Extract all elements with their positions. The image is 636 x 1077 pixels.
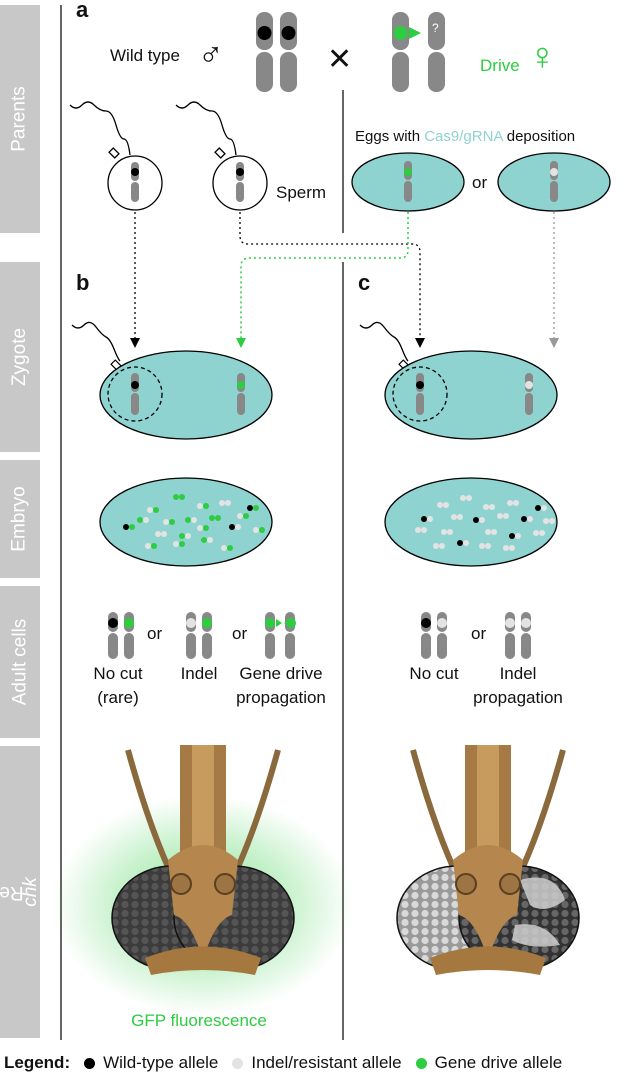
side-bar-rechk bbox=[0, 746, 40, 1038]
adult-b-no-cut-label: No cut bbox=[93, 664, 143, 683]
adult-c-or: or bbox=[471, 624, 487, 643]
drive-chromosomes bbox=[392, 12, 445, 92]
side-bar-adult bbox=[0, 586, 40, 738]
adult-b-no-cut bbox=[108, 612, 134, 659]
adult-c-indel bbox=[505, 612, 531, 659]
arrow-eggdrive-to-b bbox=[240, 212, 409, 338]
wild-type-chromosomes bbox=[256, 12, 297, 92]
wild-type-label: Wild type bbox=[110, 46, 180, 65]
cross-symbol: ✕ bbox=[327, 43, 353, 76]
adult-b-propagation-label: propagation bbox=[236, 688, 326, 707]
embryo-c bbox=[384, 477, 558, 567]
mosquito-head-gfp bbox=[53, 745, 353, 1015]
embryo-b bbox=[99, 477, 273, 567]
legend: Legend: Wild-type allele Indel/resistant… bbox=[4, 1053, 562, 1073]
legend-indel-label: Indel/resistant allele bbox=[251, 1053, 402, 1072]
legend-wild-label: Wild-type allele bbox=[103, 1053, 219, 1072]
adult-c-no-cut-label: No cut bbox=[409, 664, 459, 683]
adult-b-rare-label: (rare) bbox=[97, 688, 139, 707]
panel-a-label: a bbox=[76, 0, 89, 22]
sperm-cell-1 bbox=[69, 101, 163, 211]
adult-b-or-1: or bbox=[147, 624, 163, 643]
male-symbol: ♂ bbox=[198, 36, 224, 74]
sperm-cell-2 bbox=[175, 101, 268, 211]
adult-c-propagation-label: propagation bbox=[473, 688, 563, 707]
egg-indel bbox=[497, 152, 611, 212]
side-bar-parents bbox=[0, 5, 40, 233]
mosquito-head-mosaic bbox=[396, 745, 580, 975]
female-symbol: ♀ bbox=[528, 36, 557, 78]
legend-wild-dot bbox=[84, 1057, 96, 1069]
egg-drive bbox=[351, 152, 465, 212]
legend-indel-dot bbox=[232, 1057, 244, 1069]
legend-title: Legend: bbox=[4, 1053, 71, 1072]
adult-b-gene-drive-label: Gene drive bbox=[239, 664, 323, 683]
sperm-label: Sperm bbox=[276, 183, 327, 202]
gfp-fluorescence-label: GFP fluorescence bbox=[131, 1011, 267, 1030]
adult-b-indel bbox=[186, 612, 212, 659]
adult-b-or-2: or bbox=[232, 624, 248, 643]
zygote-c bbox=[359, 321, 558, 440]
sperm-cell-1-chromosome bbox=[131, 162, 139, 202]
panel-c-label: c bbox=[358, 270, 371, 295]
side-bar-zygote bbox=[0, 262, 40, 452]
zygote-b bbox=[71, 321, 273, 440]
adult-b-indel-label: Indel bbox=[180, 664, 218, 683]
legend-drive-label: Gene drive allele bbox=[434, 1053, 563, 1072]
question-mark: ? bbox=[432, 21, 439, 35]
legend-drive-dot bbox=[415, 1057, 427, 1069]
sperm-cell-2-chromosome bbox=[236, 162, 244, 202]
adult-c-no-cut bbox=[421, 612, 447, 659]
eggs-label: Eggs with Cas9/gRNA deposition bbox=[355, 128, 576, 145]
panel-b-label: b bbox=[76, 270, 90, 295]
arrow-sperm2-to-c bbox=[239, 212, 421, 338]
adult-b-gene-drive bbox=[265, 612, 296, 659]
side-bar-embryo bbox=[0, 460, 40, 578]
eggs-or-label: or bbox=[472, 173, 488, 192]
adult-c-indel-label: Indel bbox=[499, 664, 537, 683]
drive-label: Drive bbox=[480, 56, 520, 75]
